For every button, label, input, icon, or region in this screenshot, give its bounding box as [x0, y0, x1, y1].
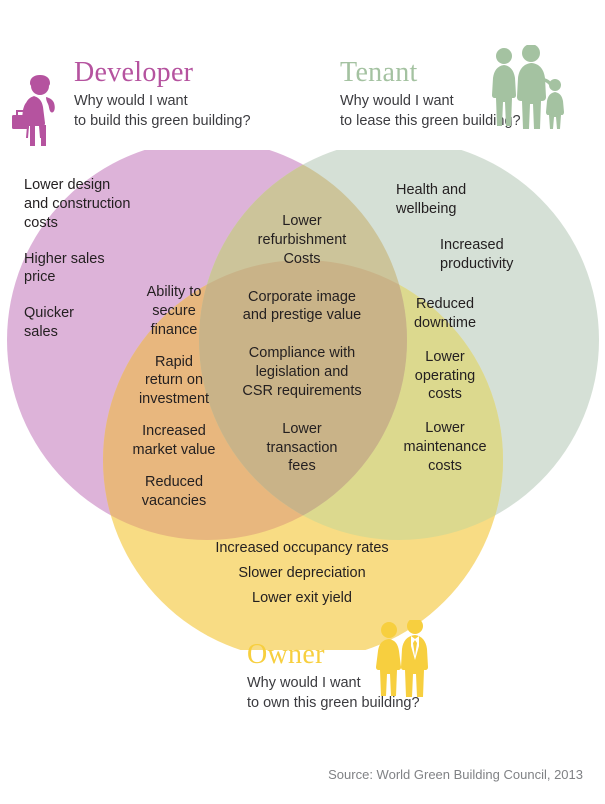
- benefit-line: sales: [24, 324, 58, 341]
- owner-header: Owner Why would I want to own this green…: [247, 640, 420, 714]
- benefit-line: Lower design: [24, 177, 111, 193]
- benefit-line: maintenance: [403, 439, 487, 456]
- developer-only-benefits: Lower design and construction costs High…: [24, 176, 200, 342]
- benefit-item: Increased occupancy rates: [215, 540, 389, 556]
- benefit-line: operating: [414, 367, 476, 384]
- developer-title: Developer: [74, 57, 194, 88]
- all-three-shared-benefits: Lower refurbishment Costs Corporate imag…: [219, 212, 385, 495]
- family-silhouette-icon: [492, 45, 564, 129]
- benefit-line: Ability to: [146, 284, 202, 300]
- benefit-line: secure: [152, 302, 196, 319]
- benefit-line: Lower: [425, 420, 465, 437]
- tenant-title: Tenant: [340, 57, 418, 88]
- tenant-question: Why would I want to lease this green bui…: [340, 92, 521, 131]
- owner-only-benefits: Increased occupancy rates Slower depreci…: [160, 539, 444, 614]
- benefit-item: Lower exit yield: [252, 589, 352, 606]
- benefit-line: costs: [428, 457, 462, 474]
- question-line: to lease this green building?: [340, 112, 521, 129]
- tenant-header: Tenant Why would I want to lease this gr…: [340, 58, 521, 132]
- benefit-item: Increased productivity: [396, 236, 568, 274]
- benefit-line: CSR requirements: [242, 382, 362, 399]
- benefit-item: Increased market value: [118, 422, 230, 460]
- benefit-line: Increased: [142, 423, 206, 440]
- benefit-line: investment: [138, 391, 210, 408]
- source-note: Source: World Green Building Council, 20…: [328, 767, 583, 782]
- business-couple-silhouette-icon: [376, 620, 428, 697]
- benefit-line: legislation and: [255, 364, 349, 381]
- benefit-item: Ability to secure finance: [118, 283, 230, 340]
- owner-title: Owner: [247, 639, 325, 670]
- benefit-line: Lower: [425, 348, 465, 365]
- benefit-item: Reduced vacancies: [118, 473, 230, 511]
- benefit-line: market value: [132, 441, 216, 458]
- benefit-line: Corporate image: [248, 288, 356, 305]
- benefit-line: wellbeing: [396, 200, 457, 217]
- benefit-line: fees: [288, 458, 316, 475]
- benefit-item: Health and wellbeing: [396, 181, 568, 219]
- businesswoman-silhouette-icon: [12, 75, 55, 146]
- benefit-line: Reduced: [144, 473, 204, 490]
- benefit-line: Quicker: [24, 305, 74, 322]
- question-line: to build this green building?: [74, 112, 251, 129]
- benefit-item: Higher sales price: [24, 250, 200, 288]
- benefit-line: downtime: [413, 314, 477, 331]
- benefit-line: and prestige value: [242, 307, 362, 324]
- benefit-item: Lower maintenance costs: [390, 419, 500, 476]
- benefit-line: Rapid: [155, 353, 193, 370]
- all-three-overlap: [199, 260, 407, 540]
- tenant-owner-shared-benefits: Reduced downtime Lower operating costs L…: [390, 295, 500, 491]
- tenant-only-benefits: Health and wellbeing Increased productiv…: [396, 181, 568, 273]
- benefit-line: Reduced: [415, 296, 475, 312]
- question-line: to own this green building?: [247, 694, 420, 711]
- benefit-line: transaction: [266, 439, 338, 456]
- benefit-line: productivity: [440, 255, 514, 272]
- benefit-line: Compliance with: [248, 345, 356, 362]
- benefit-line: and construction: [24, 195, 131, 212]
- owner-question: Why would I want to own this green build…: [247, 674, 420, 713]
- question-line: Why would I want: [74, 93, 188, 110]
- benefit-line: Costs: [283, 250, 321, 267]
- benefit-item: Lower refurbishment Costs: [219, 212, 385, 269]
- benefit-line: Higher sales: [24, 250, 105, 267]
- benefit-line: costs: [428, 386, 462, 403]
- benefit-item: Slower depreciation: [238, 564, 366, 581]
- benefit-line: Lower: [282, 213, 322, 229]
- benefit-line: Health and: [396, 182, 467, 198]
- benefit-item: Compliance with legislation and CSR requ…: [219, 344, 385, 401]
- question-line: Why would I want: [340, 93, 454, 110]
- benefit-line: price: [24, 269, 56, 286]
- benefit-line: refurbishment: [257, 231, 347, 248]
- question-line: Why would I want: [247, 675, 361, 692]
- benefit-line: return on: [144, 372, 204, 389]
- benefit-line: costs: [24, 214, 58, 231]
- benefit-item: Lower design and construction costs: [24, 176, 200, 233]
- benefit-item: Rapid return on investment: [118, 353, 230, 410]
- benefit-item: Corporate image and prestige value: [219, 288, 385, 326]
- developer-header: Developer Why would I want to build this…: [74, 58, 251, 132]
- benefit-line: finance: [150, 321, 198, 338]
- venn-diagram: [0, 150, 605, 650]
- benefit-item: Quicker sales: [24, 304, 200, 342]
- benefit-line: Lower: [282, 420, 322, 437]
- benefit-item: Reduced downtime: [390, 295, 500, 333]
- benefit-item: Lower operating costs: [390, 348, 500, 405]
- developer-owner-shared-benefits: Ability to secure finance Rapid return o…: [118, 283, 230, 523]
- developer-question: Why would I want to build this green bui…: [74, 92, 251, 131]
- benefit-item: Lower transaction fees: [219, 420, 385, 477]
- benefit-line: vacancies: [141, 492, 207, 509]
- benefit-line: Increased: [440, 236, 504, 253]
